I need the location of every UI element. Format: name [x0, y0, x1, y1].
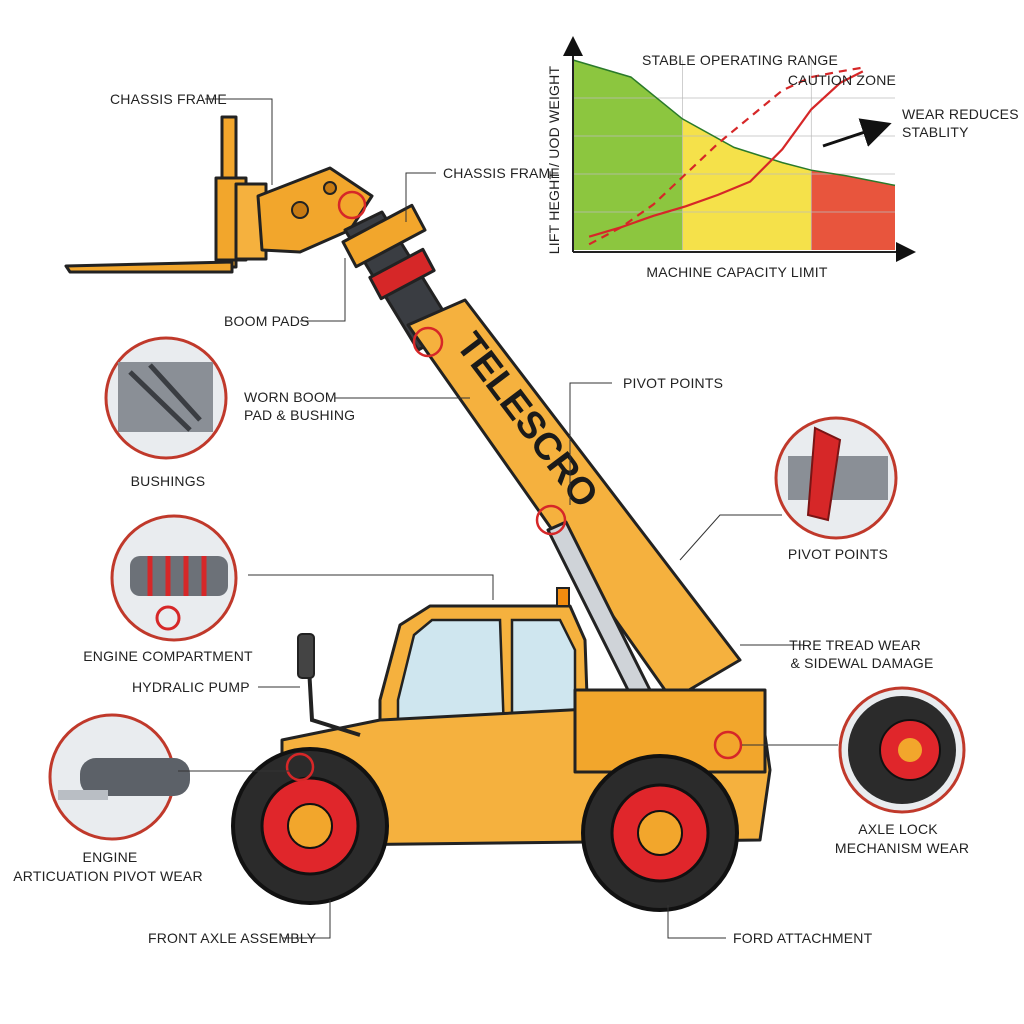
callout-labels: CHASSIS FRAME CHASSIS FRAME BOOM PADS WO…: [13, 91, 969, 946]
label-worn-boom-2: PAD & BUSHING: [244, 407, 355, 423]
label-hydraulic-pump: HYDRALIC PUMP: [132, 679, 250, 695]
inset-tire: [838, 686, 966, 814]
rear-pivot-highlight: [713, 730, 743, 760]
chart-x-label: MACHINE CAPACITY LIMIT: [646, 264, 827, 280]
boom-pad-red: [368, 247, 436, 301]
series-line-1: [588, 66, 863, 246]
inset-engine-pivot: [48, 713, 190, 841]
label-chassis-frame-top: CHASSIS FRAME: [443, 165, 560, 181]
stability-annotation: STABLITY: [902, 124, 969, 140]
boom-head-highlight: [337, 190, 367, 220]
front-axle-highlight: [285, 752, 315, 782]
pivot-highlight: [535, 504, 567, 536]
label-axle-2: MECHANISM WEAR: [835, 840, 969, 856]
fork-carriage: [64, 115, 268, 274]
label-ford-attachment: FORD ATTACHMENT: [733, 930, 873, 946]
wear-reduces-annotation: WEAR REDUCES: [902, 106, 1019, 122]
inset-bushings: [104, 336, 228, 460]
rear-wheel: [581, 754, 739, 912]
label-engine-compartment: ENGINE COMPARTMENT: [83, 648, 253, 664]
label-chassis-frame-left: CHASSIS FRAME: [110, 91, 227, 107]
leader-lines: [178, 98, 838, 939]
boom-pad-highlight: [412, 326, 444, 358]
inset-hydraulic: [110, 514, 238, 642]
label-engine-1: ENGINE: [83, 849, 138, 865]
label-pivot-points-right: PIVOT POINTS: [788, 546, 888, 562]
stability-chart: STABLE OPERATING RANGE MACHINE CAPACITY …: [546, 36, 1019, 280]
label-bushings: BUSHINGS: [131, 473, 206, 489]
front-wheel: [231, 747, 389, 905]
telehandler: TELESCRO: [64, 115, 772, 912]
caution-zone-annotation: CAUTION ZONE: [788, 72, 896, 88]
label-front-axle: FRONT AXLE ASSEMBLY: [148, 930, 317, 946]
label-axle-1: AXLE LOCK: [858, 821, 938, 837]
label-tire-1: TIRE TREAD WEAR: [789, 637, 921, 653]
zone-caution: [682, 60, 812, 250]
mirror-arm: [306, 649, 361, 737]
label-boom-pads: BOOM PADS: [224, 313, 310, 329]
label-pivot-points-top: PIVOT POINTS: [623, 375, 723, 391]
mirror: [297, 633, 315, 679]
zone-limit: [811, 60, 895, 250]
series-line-0: [588, 70, 864, 238]
chart-y-label: LIFT HEGHT / UOD WEIGHT: [546, 66, 562, 255]
label-engine-2: ARTICUATION PIVOT WEAR: [13, 868, 203, 884]
capacity-boundary-line: [572, 59, 896, 187]
inset-pivot-points: [774, 416, 898, 540]
chart-title: STABLE OPERATING RANGE: [642, 52, 838, 68]
label-worn-boom-1: WORN BOOM: [244, 389, 337, 405]
boom-pad-upper: [341, 203, 427, 269]
wear-arrow: [822, 118, 892, 148]
beacon: [556, 587, 570, 607]
label-tire-2: & SIDEWAL DAMAGE: [791, 655, 934, 671]
